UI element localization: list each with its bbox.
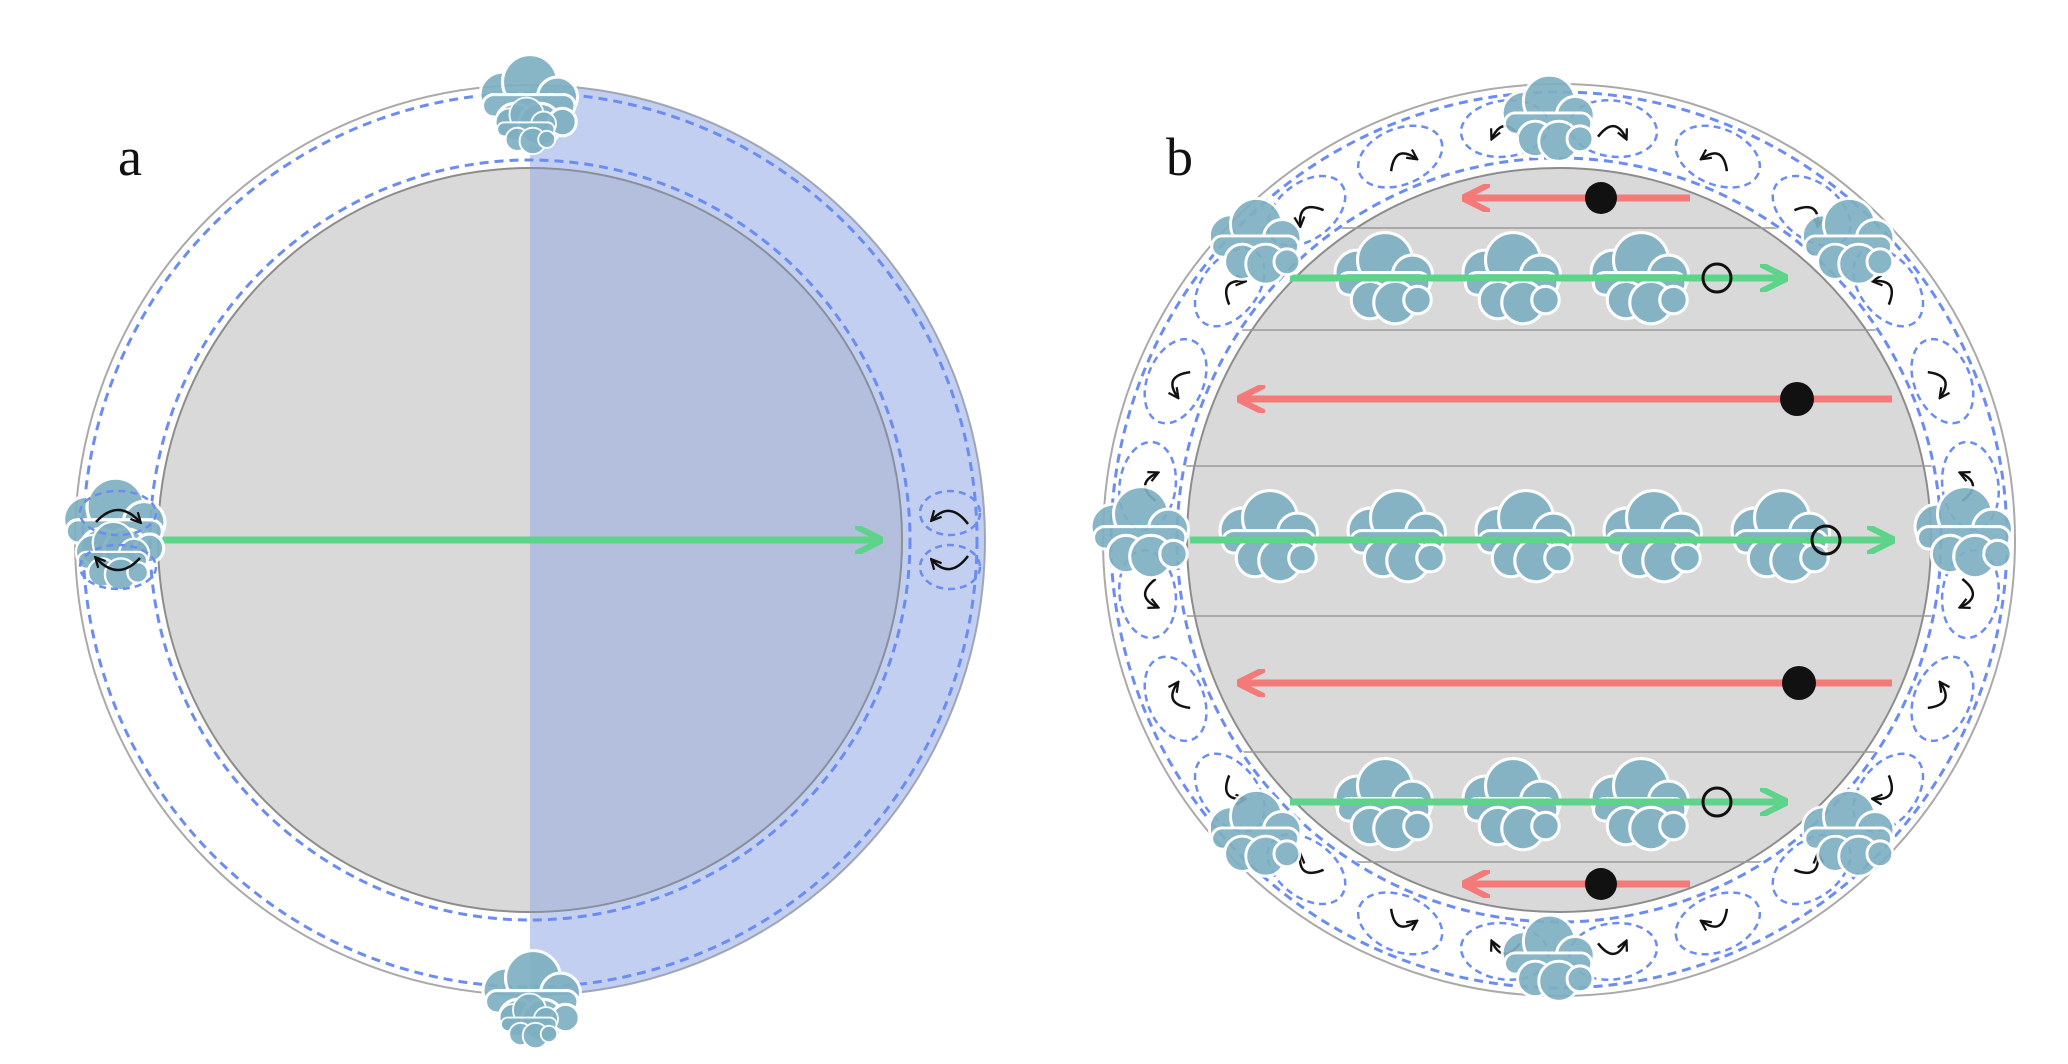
- circulation-arrow-icon: [1224, 275, 1246, 306]
- open-circle-icon: [1810, 524, 1842, 556]
- circulation-cell: [1910, 655, 1975, 743]
- circulation-arrow-icon: [1701, 149, 1729, 172]
- left-limb-cell: [61, 476, 167, 592]
- filled-circle-icon: [1782, 666, 1816, 700]
- band-flows: [1190, 182, 1892, 900]
- panel-b-label: b: [1166, 127, 1193, 187]
- panel-b: b: [1089, 73, 2016, 1003]
- circulation-arrow-icon: [96, 558, 141, 572]
- circulation-cell: [1143, 337, 1208, 425]
- circulation-arrow-icon: [1597, 940, 1627, 956]
- right-limb-cell: [918, 489, 982, 591]
- open-circle-icon: [1701, 262, 1733, 294]
- circulation-cell: [1674, 124, 1762, 189]
- circulation-arrow-icon: [932, 509, 969, 525]
- circulation-arrow-icon: [1389, 908, 1417, 931]
- circulation-arrow-icon: [1927, 370, 1950, 398]
- open-circle-icon: [1701, 786, 1733, 818]
- circulation-cell: [1674, 891, 1762, 956]
- circulation-arrow-icon: [1927, 682, 1950, 710]
- circulation-cell: [1143, 655, 1208, 743]
- circulation-arrow-icon: [1168, 370, 1191, 398]
- circulation-arrow-icon: [1294, 205, 1325, 227]
- circulation-arrow-icon: [1597, 124, 1627, 140]
- circulation-cell: [1910, 337, 1975, 425]
- filled-circle-icon: [1585, 868, 1617, 900]
- filled-circle-icon: [1585, 182, 1617, 214]
- panel-a: a: [61, 52, 986, 1050]
- circulation-cell: [1356, 124, 1444, 189]
- panel-a-label: a: [118, 127, 142, 187]
- circulation-arrow-icon: [1959, 578, 1975, 608]
- circulation-cell: [1356, 891, 1444, 956]
- circulation-arrow-icon: [932, 555, 969, 571]
- circulation-arrow-icon: [1143, 578, 1159, 608]
- circulation-arrow-icon: [95, 508, 140, 522]
- circulation-arrow-icon: [1872, 275, 1894, 306]
- circulation-arrow-icon: [1872, 774, 1894, 805]
- circulation-arrow-icon: [1168, 682, 1191, 710]
- filled-circle-icon: [1780, 382, 1814, 416]
- circulation-arrow-icon: [1389, 149, 1417, 172]
- circulation-arrow-icon: [1701, 908, 1729, 931]
